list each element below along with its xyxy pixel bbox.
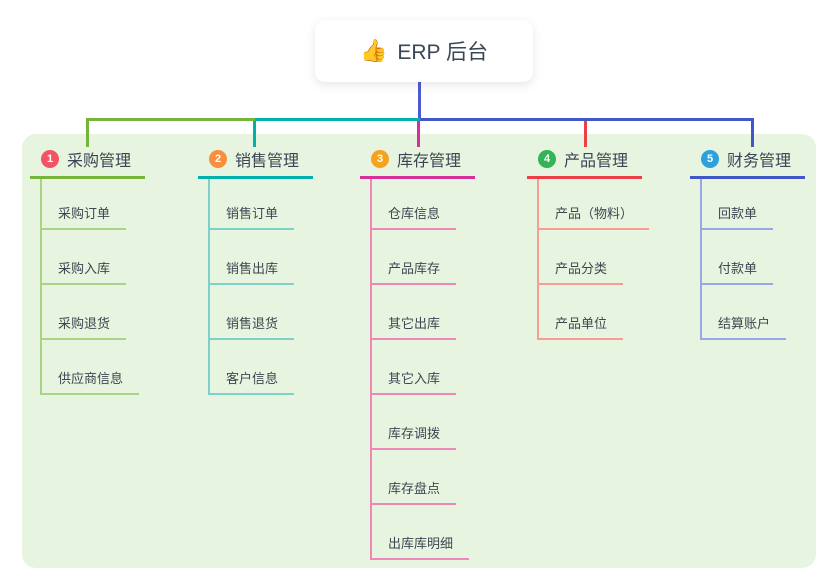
branch-product-header[interactable]: 4 产品管理	[527, 147, 643, 179]
branch-finance-header[interactable]: 5 财务管理	[690, 147, 806, 179]
node-label: 库存调拨	[388, 426, 441, 441]
node-stock-transfer[interactable]: 库存调拨	[372, 395, 457, 450]
branch-title: 销售管理	[235, 153, 300, 170]
node-other-inbound[interactable]: 其它入库	[372, 340, 457, 395]
branch-finance: 5 财务管理 回款单 付款单 结算账户	[690, 147, 806, 340]
node-label: 销售出库	[226, 261, 279, 276]
drop-line-inventory	[417, 121, 420, 147]
node-other-outbound[interactable]: 其它出库	[372, 285, 457, 340]
node-sales-return[interactable]: 销售退货	[210, 285, 295, 340]
branch-number-badge: 1	[41, 150, 59, 168]
node-label: 采购退货	[58, 316, 111, 331]
branches-panel	[22, 134, 816, 568]
node-sales-order[interactable]: 销售订单	[210, 179, 295, 230]
branch-title: 库存管理	[397, 153, 462, 170]
root-connector-line	[418, 81, 421, 119]
branch-number-badge: 4	[538, 150, 556, 168]
branch-title: 产品管理	[564, 153, 629, 170]
node-label: 客户信息	[226, 371, 279, 386]
node-receipt-bill[interactable]: 回款单	[702, 179, 774, 230]
root-title: ERP 后台	[397, 41, 489, 64]
node-product-category[interactable]: 产品分类	[539, 230, 624, 285]
bus-line-teal	[255, 118, 420, 121]
branch-title: 采购管理	[67, 153, 132, 170]
branch-product-children: 产品（物料） 产品分类 产品单位	[537, 179, 650, 340]
drop-line-purchase	[86, 121, 89, 147]
branch-number-badge: 3	[371, 150, 389, 168]
node-label: 供应商信息	[58, 371, 124, 386]
thumbs-up-icon: 👍	[359, 38, 388, 63]
node-stock-check[interactable]: 库存盘点	[372, 450, 457, 505]
node-label: 回款单	[718, 206, 758, 221]
node-label: 库存盘点	[388, 481, 441, 496]
branch-inventory-header[interactable]: 3 库存管理	[360, 147, 476, 179]
drop-line-sales	[253, 121, 256, 147]
branch-number-badge: 5	[701, 150, 719, 168]
branch-inventory: 3 库存管理 仓库信息 产品库存 其它出库 其它入库 库存调拨 库存盘点 出库库…	[360, 147, 476, 560]
drop-line-finance	[751, 121, 754, 147]
node-settlement-account[interactable]: 结算账户	[702, 285, 787, 340]
node-sales-outbound[interactable]: 销售出库	[210, 230, 295, 285]
branch-product: 4 产品管理 产品（物料） 产品分类 产品单位	[527, 147, 650, 340]
node-label: 销售订单	[226, 206, 279, 221]
node-customer-info[interactable]: 客户信息	[210, 340, 295, 395]
node-label: 结算账户	[718, 316, 771, 331]
node-label: 产品（物料）	[555, 206, 634, 221]
node-purchase-order[interactable]: 采购订单	[42, 179, 127, 230]
node-payment-bill[interactable]: 付款单	[702, 230, 774, 285]
node-label: 出库库明细	[388, 536, 454, 551]
node-label: 其它出库	[388, 316, 441, 331]
node-label: 仓库信息	[388, 206, 441, 221]
branch-number-badge: 2	[209, 150, 227, 168]
node-label: 付款单	[718, 261, 758, 276]
node-label: 产品单位	[555, 316, 608, 331]
node-label: 销售退货	[226, 316, 279, 331]
branch-inventory-children: 仓库信息 产品库存 其它出库 其它入库 库存调拨 库存盘点 出库库明细	[370, 179, 475, 560]
node-product-stock[interactable]: 产品库存	[372, 230, 457, 285]
node-label: 其它入库	[388, 371, 441, 386]
node-label: 产品库存	[388, 261, 441, 276]
branch-finance-children: 回款单 付款单 结算账户	[700, 179, 805, 340]
node-purchase-inbound[interactable]: 采购入库	[42, 230, 127, 285]
node-label: 产品分类	[555, 261, 608, 276]
node-product-unit[interactable]: 产品单位	[539, 285, 624, 340]
branch-title: 财务管理	[727, 153, 792, 170]
branch-purchase: 1 采购管理 采购订单 采购入库 采购退货 供应商信息	[30, 147, 146, 395]
node-outbound-detail[interactable]: 出库库明细	[372, 505, 470, 560]
branch-sales-header[interactable]: 2 销售管理	[198, 147, 314, 179]
node-warehouse-info[interactable]: 仓库信息	[372, 179, 457, 230]
bus-line-blue	[420, 118, 754, 121]
node-purchase-return[interactable]: 采购退货	[42, 285, 127, 340]
node-label: 采购订单	[58, 206, 111, 221]
node-supplier-info[interactable]: 供应商信息	[42, 340, 140, 395]
branch-purchase-children: 采购订单 采购入库 采购退货 供应商信息	[40, 179, 145, 395]
root-node[interactable]: 👍 ERP 后台	[315, 20, 533, 82]
branch-purchase-header[interactable]: 1 采购管理	[30, 147, 146, 179]
node-product-material[interactable]: 产品（物料）	[539, 179, 650, 230]
branch-sales: 2 销售管理 销售订单 销售出库 销售退货 客户信息	[198, 147, 314, 395]
branch-sales-children: 销售订单 销售出库 销售退货 客户信息	[208, 179, 313, 395]
bus-line-green	[86, 118, 255, 121]
node-label: 采购入库	[58, 261, 111, 276]
drop-line-product	[584, 121, 587, 147]
